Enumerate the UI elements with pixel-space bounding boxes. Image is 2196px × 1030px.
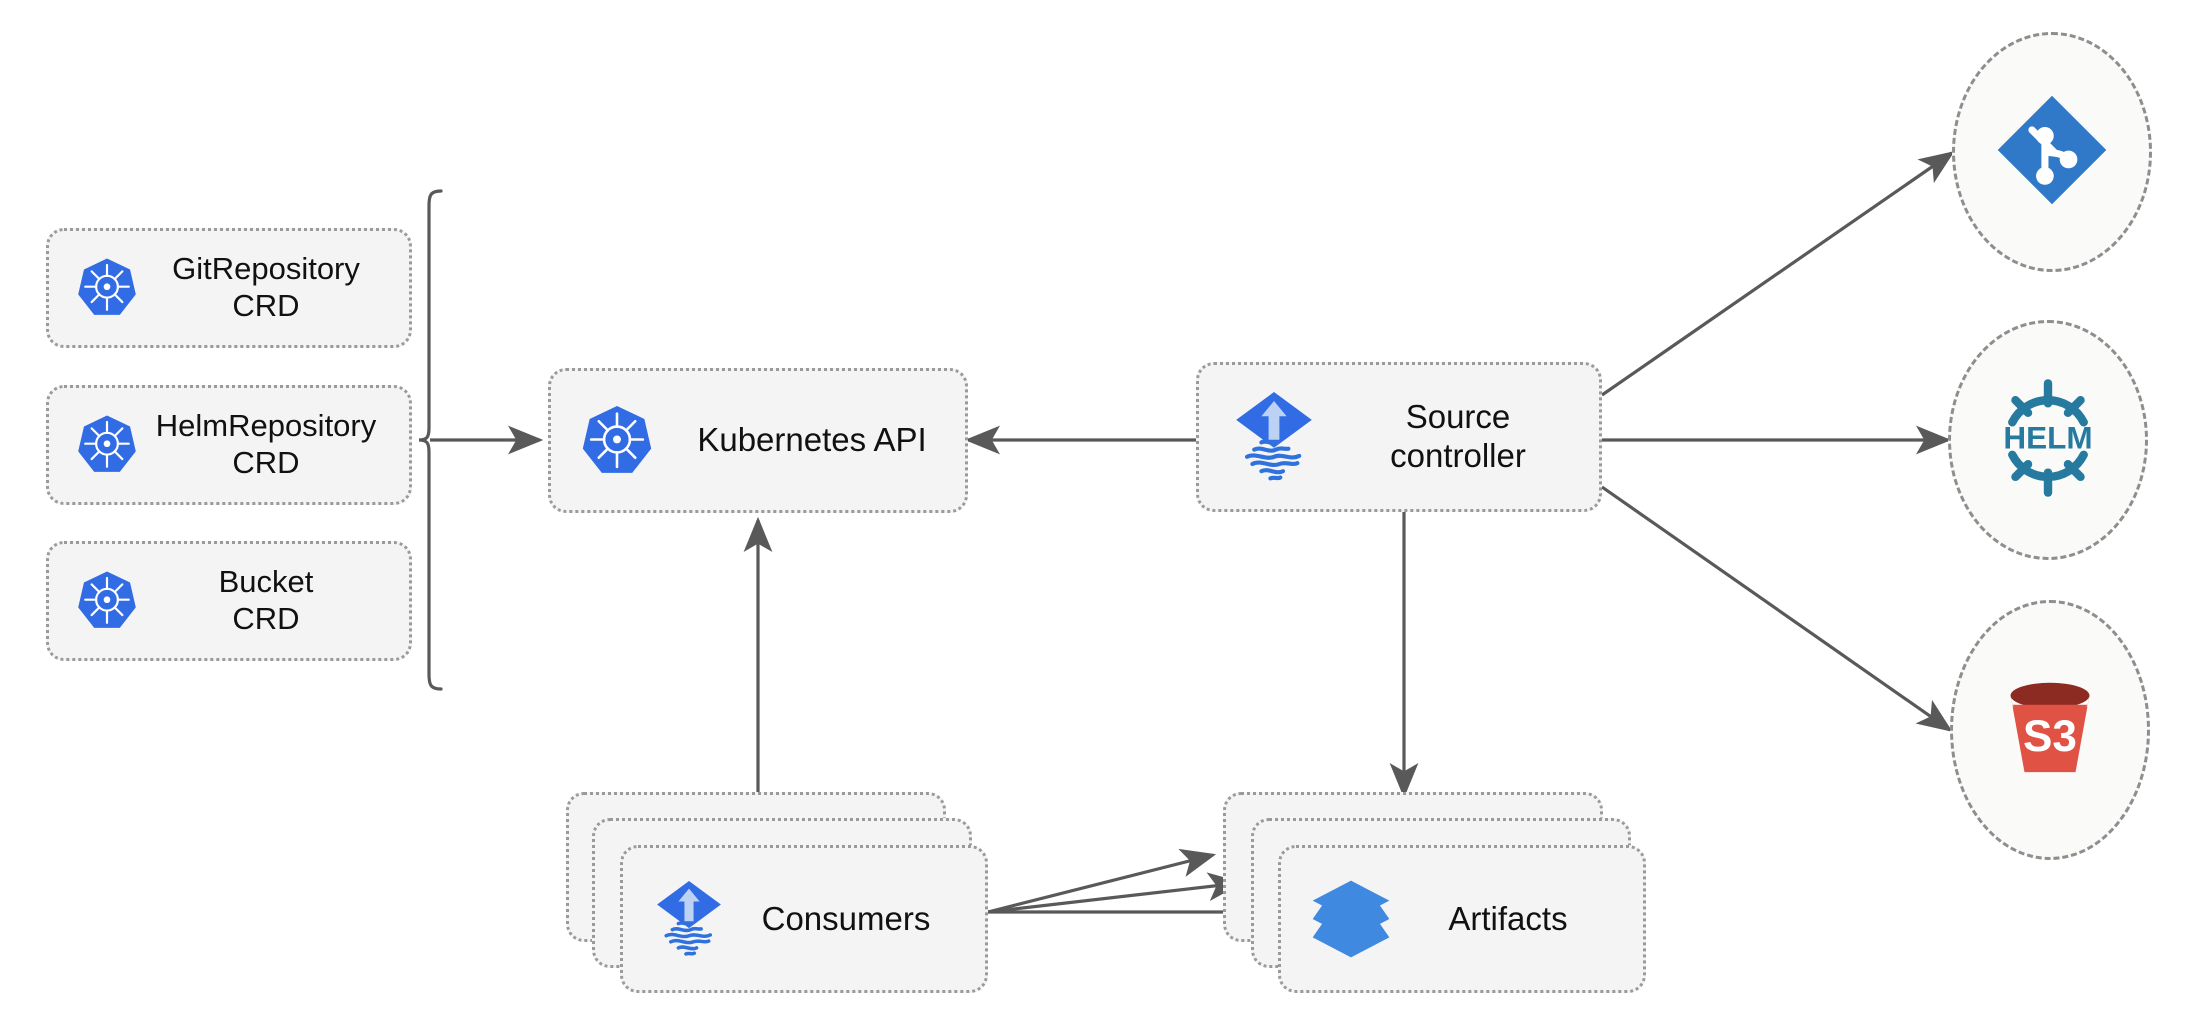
node-label: Source controller — [1390, 398, 1526, 474]
crd-box-bucket[interactable]: Bucket CRD — [46, 541, 412, 661]
source-circle-helm[interactable]: HELM — [1948, 320, 2148, 560]
crd-group-bracket — [418, 189, 443, 691]
git-icon — [1993, 91, 2111, 214]
s3-bucket-icon: S3 — [1992, 670, 2108, 791]
node-label: Artifacts — [1448, 900, 1568, 937]
crd-box-helmrepository[interactable]: HelmRepository CRD — [46, 385, 412, 505]
kubernetes-icon — [579, 403, 655, 479]
edge-consumers-to-artifacts-1 — [987, 848, 1217, 914]
node-label: Consumers — [761, 900, 931, 937]
kubernetes-icon — [75, 256, 139, 320]
flux-icon — [1229, 390, 1319, 484]
crd-box-gitrepository[interactable]: GitRepository CRD — [46, 228, 412, 348]
node-source-controller[interactable]: Source controller — [1196, 362, 1602, 512]
source-circle-s3[interactable]: S3 — [1950, 600, 2150, 860]
node-artifacts[interactable]: Artifacts — [1278, 845, 1646, 993]
edge-source-controller-to-git — [1601, 151, 1955, 397]
svg-text:HELM: HELM — [2003, 419, 2092, 455]
edge-consumers-to-artifacts-2 — [987, 872, 1244, 914]
layers-icon — [1309, 879, 1393, 959]
svg-text:S3: S3 — [2023, 712, 2077, 761]
crd-label: Bucket CRD — [218, 564, 314, 636]
node-consumers[interactable]: Consumers — [620, 845, 988, 993]
source-circle-git[interactable] — [1952, 32, 2152, 272]
crd-label: HelmRepository CRD — [155, 408, 377, 480]
flux-icon — [651, 879, 727, 959]
helm-icon: HELM — [1985, 375, 2111, 506]
edge-source-controller-to-s3 — [1601, 485, 1953, 732]
kubernetes-icon — [75, 569, 139, 633]
crd-label: GitRepository CRD — [172, 251, 360, 323]
kubernetes-icon — [75, 413, 139, 477]
node-label: Kubernetes API — [697, 421, 927, 459]
node-kubernetes-api[interactable]: Kubernetes API — [548, 368, 968, 513]
